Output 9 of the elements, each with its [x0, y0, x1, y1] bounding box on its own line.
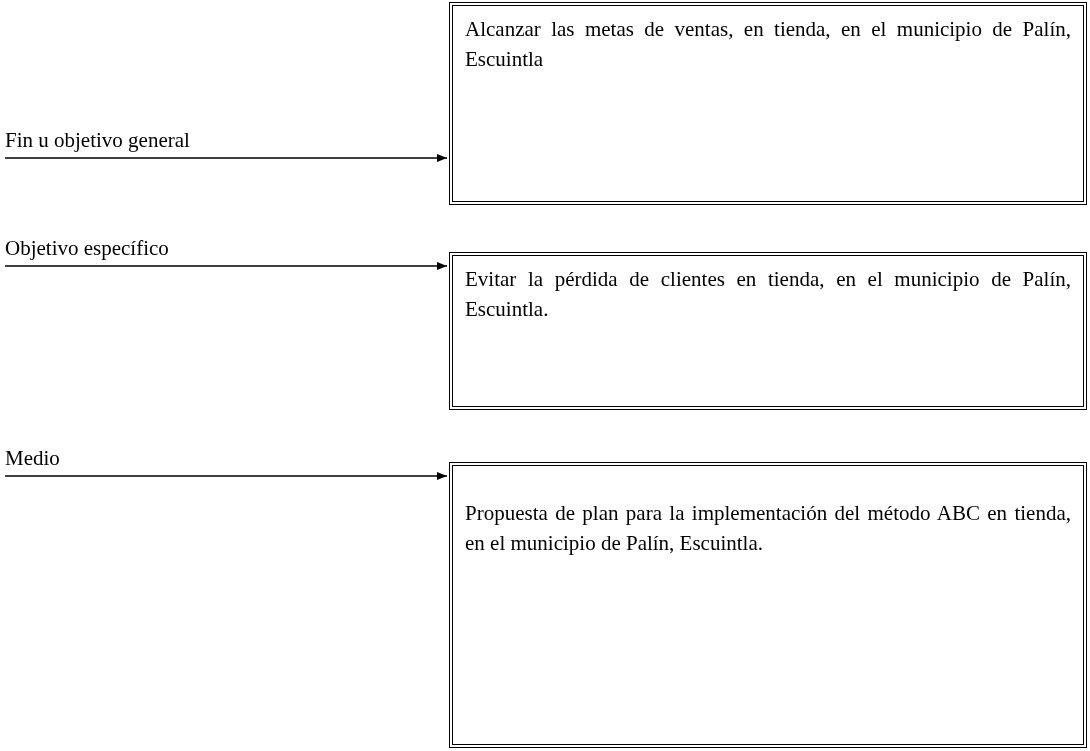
text-box: Alcanzar las metas de ventas, en tienda, en el municipio de Palín, Escuintla [449, 2, 1087, 205]
row-label: Fin u objetivo general [5, 126, 305, 158]
arrow [4, 262, 448, 270]
row-label: Objetivo específico [5, 234, 305, 266]
row-label: Medio [5, 444, 305, 476]
text-box: Propuesta de plan para la implementación del método ABC en tienda, en el municipio de Palín, Escuintla. [449, 462, 1087, 748]
text-box: Evitar la pérdida de clientes en tienda, en el municipio de Palín, Escuintla. [449, 252, 1087, 410]
arrow [4, 154, 448, 162]
arrow [4, 472, 448, 480]
